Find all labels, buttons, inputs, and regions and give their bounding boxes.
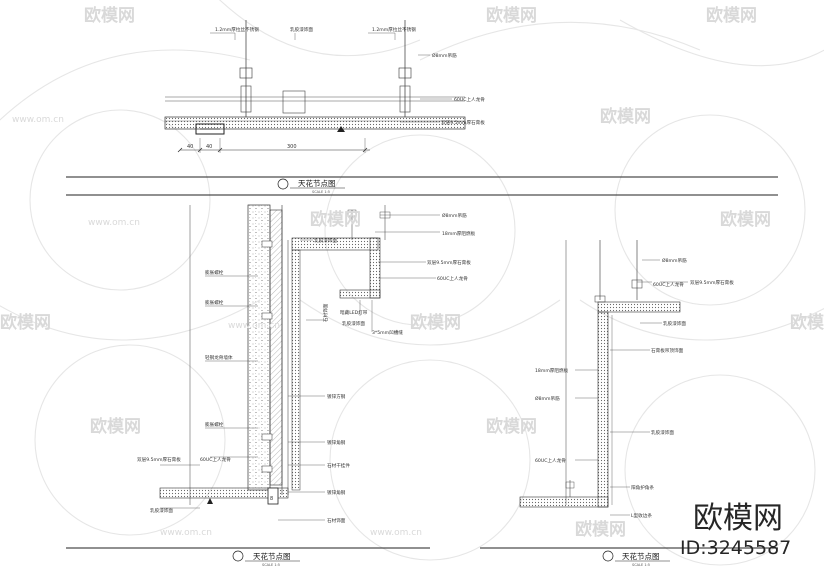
watermark-brand: 欧模网 bbox=[90, 416, 141, 437]
label-l-fixing: 石材干挂件 bbox=[327, 462, 350, 469]
dim-40a: 40 bbox=[187, 144, 193, 150]
label-l-plywood: 18mm厚阻燃板 bbox=[442, 230, 476, 237]
watermark-layer bbox=[0, 0, 824, 566]
detail-left-title: 天花节点图 bbox=[253, 551, 291, 561]
label-r-paint-a: 乳胶漆饰面 bbox=[663, 320, 686, 327]
detail-left-scale: SCALE 1:5 bbox=[262, 563, 280, 567]
label-l-steel-c: 镀锌角钢 bbox=[327, 489, 346, 496]
label-rod: Ø8mm吊筋 bbox=[432, 52, 457, 59]
label-l-embed-a: 膨胀螺栓 bbox=[205, 269, 224, 276]
label-l-steel-b: 镀锌方钢 bbox=[327, 393, 346, 400]
label-l-gypsum-b: 双层9.5mm厚石膏板 bbox=[137, 456, 181, 463]
dim-40b: 40 bbox=[206, 144, 212, 150]
label-gauge-right: 1.2mm厚拉丝不锈钢 bbox=[372, 26, 416, 33]
label-l-putty: 乳胶漆饰面 bbox=[150, 507, 173, 514]
watermark-brand: 欧模网 bbox=[84, 5, 135, 26]
watermark-brand: 欧模网 bbox=[486, 5, 537, 26]
brand-overlay: 欧模网 ID:3245587 bbox=[680, 501, 791, 559]
detail-top-scale: SCALE 1:5 bbox=[312, 190, 330, 194]
watermark-brand: 欧模网 bbox=[310, 209, 361, 230]
watermark-brand: 欧模网 bbox=[575, 519, 626, 540]
dim-300: 300 bbox=[287, 144, 297, 150]
watermark-brand: 欧模网 bbox=[600, 106, 651, 127]
ceiling-detail-left: 8 Ø8mm吊筋 18mm厚阻燃板 乳胶漆饰面 bbox=[66, 204, 476, 567]
label-l-wall: 轻钢龙骨墙体 bbox=[205, 354, 233, 361]
label-r-paint-b: 乳胶漆饰面 bbox=[651, 429, 674, 436]
label-l-steel-a: 镀锌角钢 bbox=[327, 439, 346, 446]
watermark-brand: 欧模网 bbox=[410, 312, 461, 333]
watermark-url: www.om.cn bbox=[12, 115, 64, 125]
detail-right-scale: SCALE 1:5 bbox=[632, 563, 650, 567]
label-l-paint-b: 乳胶漆饰面 bbox=[342, 320, 365, 327]
label-l-keel-a: 60UC上人龙骨 bbox=[437, 275, 468, 282]
label-l-embed-c: 膨胀螺栓 bbox=[205, 421, 224, 428]
brand-name: 欧模网 bbox=[693, 501, 783, 536]
watermark-brand: 欧模网 bbox=[720, 209, 771, 230]
label-l-rod: Ø8mm吊筋 bbox=[442, 212, 467, 219]
watermark-brand: 欧模网 bbox=[486, 416, 537, 437]
label-r-angle: 阳角护角条 bbox=[631, 484, 654, 491]
label-r-gypsum-b: 石膏板吊顶饰面 bbox=[651, 347, 684, 354]
watermark-brand: 欧模网 bbox=[790, 312, 824, 333]
label-gauge-left: 1.2mm厚拉丝不锈钢 bbox=[215, 26, 259, 33]
label-r-gypsum-a: 双层9.5mm厚石膏板 bbox=[690, 279, 734, 286]
brand-id: ID:3245587 bbox=[680, 537, 791, 559]
detail-right-title: 天花节点图 bbox=[622, 551, 660, 561]
label-r-rod-b: Ø8mm吊筋 bbox=[535, 395, 560, 402]
label-l-embed-b: 膨胀螺栓 bbox=[205, 299, 224, 306]
label-l-led: 暗藏LED灯带 bbox=[340, 309, 368, 316]
label-l-gypsum-a: 双层9.5mm厚石膏板 bbox=[427, 259, 471, 266]
label-l-paint-a: 乳胶漆饰面 bbox=[314, 237, 337, 244]
label-r-keel-b: 60UC上人龙骨 bbox=[535, 457, 566, 464]
label-r-keel-a: 60UC上人龙骨 bbox=[653, 281, 684, 288]
label-l-stone-b: 石材饰面 bbox=[327, 517, 346, 524]
watermark-url: www.om.cn bbox=[370, 528, 422, 538]
ceiling-detail-right: Ø8mm吊筋 60UC上人龙骨 双层9.5mm厚石膏板 乳胶漆饰面 18mm厚阻… bbox=[480, 240, 778, 567]
label-keel: 60UC上人龙骨 bbox=[454, 96, 485, 103]
detail-top-title: 天花节点图 bbox=[298, 178, 336, 188]
watermark-url: www.om.cn bbox=[228, 321, 280, 331]
label-r-plywood: 18mm厚阻燃板 bbox=[535, 367, 569, 374]
label-l-keel-b: 60UC上人龙骨 bbox=[200, 456, 231, 463]
watermark-url: www.om.cn bbox=[160, 528, 212, 538]
watermark-url: www.om.cn bbox=[88, 218, 140, 228]
label-r-edge: L型收边条 bbox=[631, 512, 652, 519]
label-l-stone-a: 石材饰面 bbox=[322, 303, 329, 322]
label-r-rod-a: Ø8mm吊筋 bbox=[662, 257, 687, 264]
watermark-brand: 欧模网 bbox=[0, 312, 51, 333]
watermark-text-layer: 欧模网 欧模网 欧模网 www.om.cn 欧模网 www.om.cn 欧模网 … bbox=[0, 5, 824, 540]
ceiling-detail-top: 1.2mm厚拉丝不锈钢 乳胶漆饰面 1.2mm厚拉丝不锈钢 Ø8mm吊筋 60U… bbox=[66, 20, 778, 196]
label-l-gap: 3*5mm凹槽缝 bbox=[372, 329, 403, 336]
watermark-brand: 欧模网 bbox=[706, 5, 757, 26]
label-tape: 乳胶漆饰面 bbox=[290, 26, 313, 33]
label-gypsum: 双层9.5mm厚石膏板 bbox=[441, 119, 485, 126]
svg-text:8: 8 bbox=[270, 496, 273, 502]
